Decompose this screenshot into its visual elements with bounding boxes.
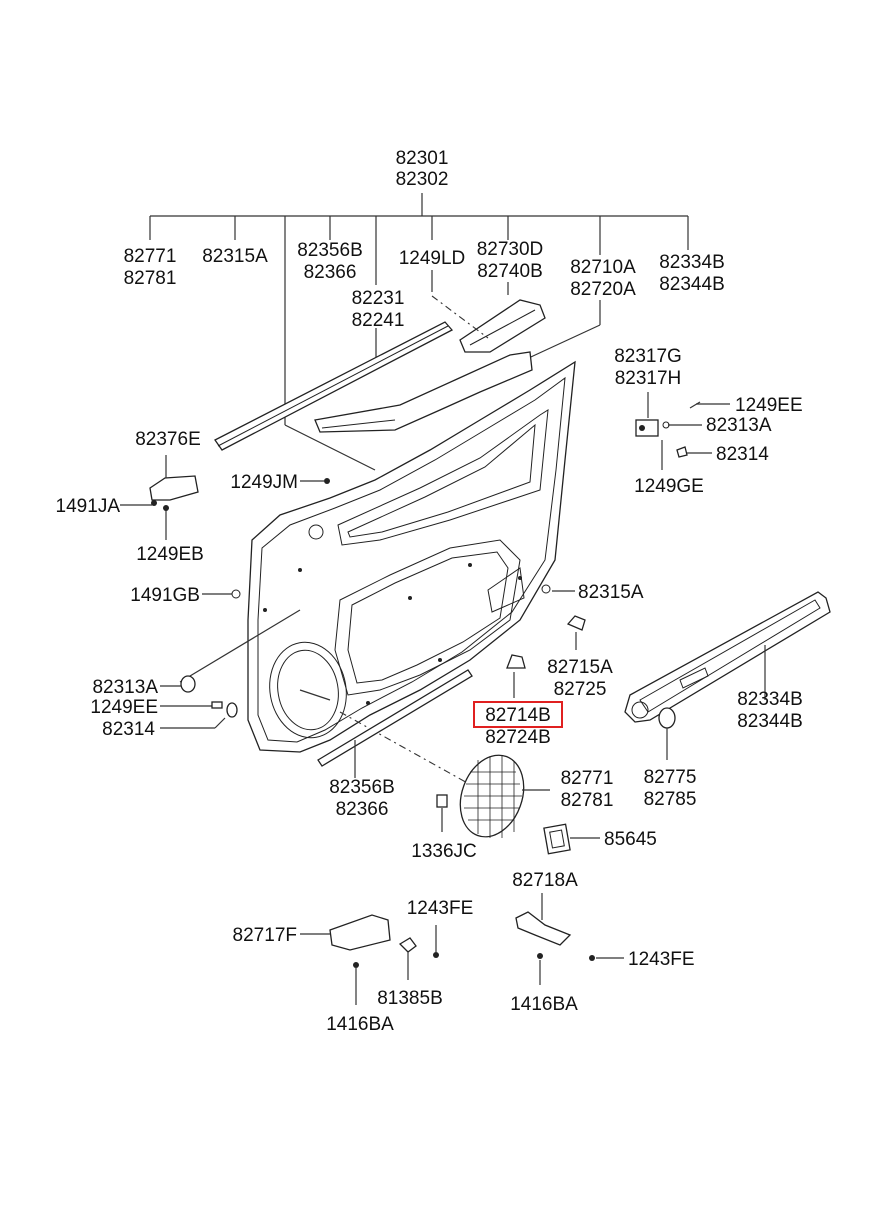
door-trim-panel — [179, 360, 576, 791]
armrest-upper — [431, 295, 546, 353]
part-number-82313a-left: 82313A — [92, 677, 158, 698]
part-number-1249ee-right: 1249EE — [735, 395, 803, 416]
part-number-1243fe-right: 1243FE — [628, 949, 695, 970]
part-number-1416ba-left: 1416BA — [326, 1014, 394, 1035]
part-number-82317h: 82317H — [615, 368, 682, 389]
part-number-1491ja: 1491JA — [56, 496, 121, 517]
part-number-82366-bottom: 82366 — [336, 799, 389, 820]
part-number-82730d: 82730D — [477, 239, 544, 260]
part-number-82725: 82725 — [554, 679, 607, 700]
part-number-82714b: 82714B — [485, 705, 551, 726]
part-number-82785: 82785 — [644, 789, 697, 810]
part-number-82775: 82775 — [644, 767, 697, 788]
part-number-82314-left: 82314 — [102, 719, 155, 740]
part-number-1491gb: 1491GB — [130, 585, 200, 606]
part-number-82781-top: 82781 — [124, 268, 177, 289]
highlight-box — [473, 701, 563, 728]
part-number-82724b: 82724B — [485, 727, 551, 748]
part-number-82710a: 82710A — [570, 257, 636, 278]
side-trim-strip — [624, 591, 831, 723]
part-number-82781-bottom: 82781 — [561, 790, 614, 811]
part-number-1249ld: 1249LD — [399, 248, 466, 269]
part-number-82344b-top: 82344B — [659, 274, 725, 295]
part-number-82720a: 82720A — [570, 279, 636, 300]
part-number-82317g: 82317G — [614, 346, 682, 367]
part-number-1243fe-left: 1243FE — [407, 898, 474, 919]
speaker-grille — [459, 754, 550, 838]
part-number-1249jm: 1249JM — [230, 472, 298, 493]
part-number-82302: 82302 — [396, 169, 449, 190]
part-number-82334b-top: 82334B — [659, 252, 725, 273]
upper-moulding-strip — [214, 321, 454, 451]
part-labels: 82301 82302 82771 82781 82315A 82356B 82… — [56, 148, 803, 1035]
part-number-1336jc: 1336JC — [411, 841, 477, 862]
part-number-82718a: 82718A — [512, 870, 578, 891]
part-number-82356b-bottom: 82356B — [329, 777, 395, 798]
part-number-82740b: 82740B — [477, 261, 543, 282]
part-number-82315a-right: 82315A — [578, 582, 644, 603]
part-number-82771-bottom: 82771 — [561, 768, 614, 789]
part-number-81385b: 81385B — [377, 988, 443, 1009]
part-number-82356b-top: 82356B — [297, 240, 363, 261]
small-parts — [120, 392, 730, 1005]
part-number-82313a-right: 82313A — [706, 415, 772, 436]
part-number-82315a-top: 82315A — [202, 246, 268, 267]
part-number-85645: 85645 — [604, 829, 657, 850]
part-number-82314-right: 82314 — [716, 444, 769, 465]
part-number-1249ee-left: 1249EE — [90, 697, 158, 718]
part-number-82376e: 82376E — [135, 429, 201, 450]
part-number-82241: 82241 — [352, 310, 405, 331]
lower-moulding-strip — [317, 669, 473, 778]
part-number-82717f: 82717F — [233, 925, 297, 946]
part-number-1416ba-right: 1416BA — [510, 994, 578, 1015]
part-number-82344b-right: 82344B — [737, 711, 803, 732]
part-number-82715a: 82715A — [547, 657, 613, 678]
assembly-tree-lines — [149, 193, 689, 471]
part-number-1249ge: 1249GE — [634, 476, 704, 497]
part-number-82366-top: 82366 — [304, 262, 357, 283]
part-number-82334b-right: 82334B — [737, 689, 803, 710]
part-number-82771-top: 82771 — [124, 246, 177, 267]
pull-handle-trim — [314, 351, 533, 433]
part-number-1249eb: 1249EB — [136, 544, 204, 565]
part-number-82301: 82301 — [396, 148, 449, 169]
part-number-82231: 82231 — [352, 288, 405, 309]
